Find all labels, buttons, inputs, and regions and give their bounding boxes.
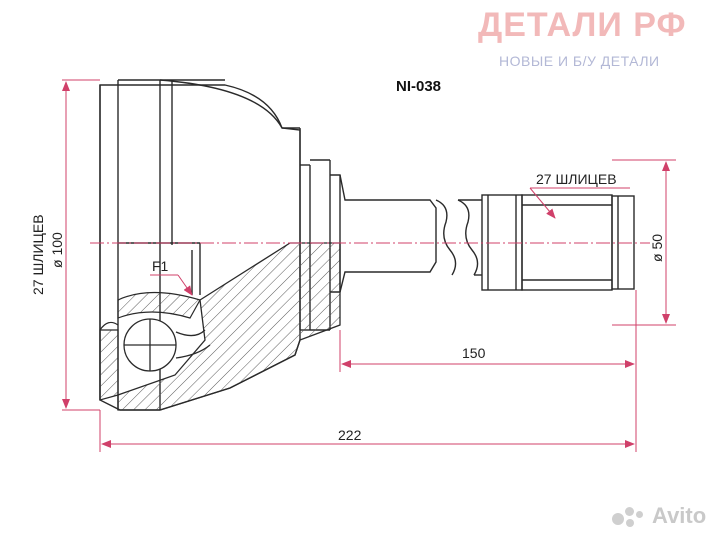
ball-element	[123, 318, 211, 372]
shaft-outline	[330, 174, 635, 293]
shaft-splines-label: 27 ШЛИЦЕВ	[536, 171, 617, 187]
f1-label: F1	[152, 258, 169, 274]
outer-diameter-label: ø 100	[49, 232, 65, 268]
outer-splines-label: 27 ШЛИЦЕВ	[30, 214, 46, 295]
watermark-title: ДЕТАЛИ РФ	[478, 6, 687, 44]
avito-watermark: Avito	[652, 503, 707, 528]
total-length-label: 222	[338, 427, 362, 443]
dimension-lines	[62, 79, 676, 452]
hatched-section	[99, 242, 341, 411]
shaft-diameter-label: ø 50	[649, 234, 665, 262]
avito-logo-icon	[612, 507, 648, 529]
watermark-subtitle: НОВЫЕ И Б/У ДЕТАЛИ	[499, 53, 660, 69]
shaft-length-label: 150	[462, 345, 486, 361]
part-number: NI-038	[396, 78, 441, 95]
